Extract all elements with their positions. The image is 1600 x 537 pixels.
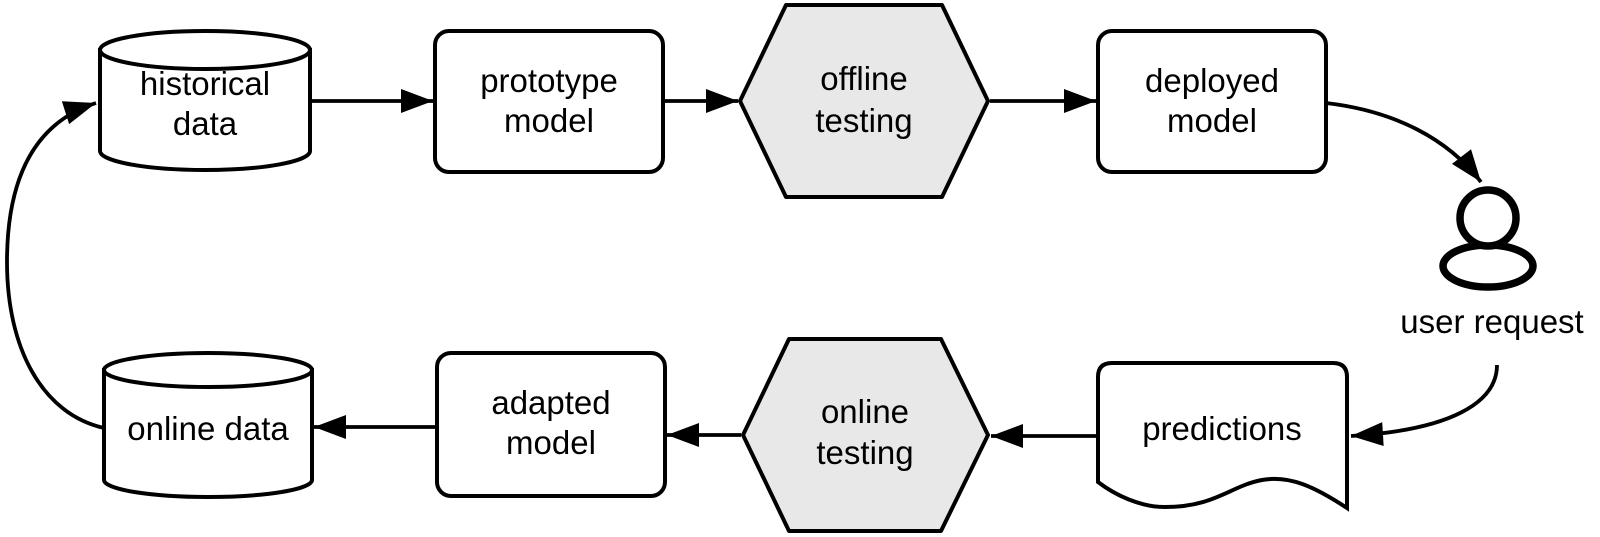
node-online-testing: online testing (741, 337, 990, 533)
node-label-line2: testing (816, 434, 913, 471)
node-label-line1: prototype (480, 62, 618, 99)
edge-user-request-to-predictions (1350, 364, 1499, 447)
node-label-line1: online (821, 393, 909, 430)
user-head (1456, 186, 1520, 250)
cylinder-body (102, 368, 314, 499)
hexagon-shape (741, 337, 990, 533)
node-offline-testing: offline testing (738, 3, 990, 199)
cylinder-body (98, 48, 312, 172)
node-adapted-model: adapted model (435, 351, 667, 498)
node-label-line2: model (1167, 102, 1257, 139)
node-predictions: predictions (1096, 361, 1349, 512)
node-label-line1: adapted (491, 384, 610, 421)
node-online-data: online data (102, 351, 314, 499)
rounded-rect-shape (1096, 29, 1328, 174)
node-label-line2: model (504, 102, 594, 139)
node-label-line2: model (506, 424, 596, 461)
node-label: user request (1400, 303, 1583, 340)
node-historical-data: historical data (98, 29, 312, 172)
document-shape (1096, 361, 1349, 512)
edge-online-data-to-historical-data (5, 101, 105, 430)
edge-deployed-model-to-user-request (1325, 101, 1483, 184)
node-prototype-model: prototype model (433, 29, 665, 174)
rounded-rect-shape (435, 351, 667, 498)
node-label: online data (127, 410, 289, 447)
node-label-line1: deployed (1145, 62, 1279, 99)
node-label-line1: historical (140, 65, 270, 102)
node-label: predictions (1142, 410, 1302, 447)
node-label-line2: testing (815, 102, 912, 139)
cylinder-top (98, 29, 312, 71)
node-user-request: user request (1400, 186, 1584, 340)
hexagon-shape (738, 3, 990, 199)
node-label-line1: offline (820, 60, 907, 97)
node-label-line2: data (173, 105, 238, 142)
node-deployed-model: deployed model (1096, 29, 1328, 174)
rounded-rect-shape (433, 29, 665, 174)
user-body (1439, 241, 1537, 291)
cylinder-top (102, 351, 314, 389)
user-icon (1439, 186, 1537, 291)
edges (5, 89, 1499, 448)
